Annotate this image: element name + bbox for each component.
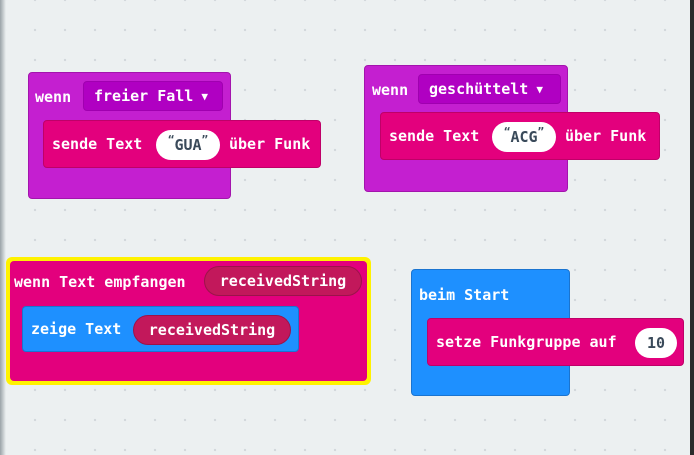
send-text-block-acg[interactable]: sende Text “ ACG ” über Funk [380, 112, 660, 160]
event-keyword: wenn [35, 88, 72, 106]
send-text-block-gua[interactable]: sende Text “ GUA ” über Funk [43, 120, 321, 168]
event-dropdown-geschuettelt[interactable]: geschüttelt ▼ [418, 74, 561, 104]
caret-down-icon: ▼ [201, 89, 208, 103]
show-string-label: zeige Text [31, 320, 122, 338]
show-string-variable[interactable]: receivedString [133, 315, 291, 345]
on-start-label: beim Start [419, 286, 510, 304]
send-text-suffix: über Funk [229, 135, 311, 153]
string-input-value: ACG [510, 128, 538, 146]
show-string-variable-label: receivedString [148, 321, 276, 339]
quote-open-icon: “ [503, 124, 511, 138]
send-text-suffix: über Funk [565, 127, 647, 145]
send-text-label: sende Text [389, 127, 480, 145]
radio-group-number-input[interactable]: 10 [635, 328, 677, 358]
received-string-variable-label: receivedString [219, 272, 347, 290]
show-string-block[interactable]: zeige Text receivedString [22, 306, 299, 352]
toolbox-edge [0, 0, 6, 455]
event-keyword: wenn [372, 81, 409, 99]
send-text-label: sende Text [52, 135, 143, 153]
scrollbar-edge [690, 0, 694, 455]
set-radio-group-label: setze Funkgruppe auf [436, 333, 617, 351]
quote-close-icon: ” [537, 124, 545, 138]
event-dropdown-label: freier Fall [94, 87, 194, 105]
set-radio-group-block[interactable]: setze Funkgruppe auf 10 [427, 318, 684, 366]
string-input-acg[interactable]: “ ACG ” [492, 122, 556, 152]
quote-open-icon: “ [167, 132, 175, 146]
on-received-label: wenn Text empfangen [14, 273, 186, 291]
string-input-value: GUA [174, 136, 202, 154]
string-input-gua[interactable]: “ GUA ” [156, 130, 220, 160]
caret-down-icon: ▼ [536, 82, 543, 96]
radio-group-number-value: 10 [646, 334, 666, 352]
event-dropdown-label: geschüttelt [429, 80, 529, 98]
quote-close-icon: ” [201, 132, 209, 146]
event-dropdown-freier-fall[interactable]: freier Fall ▼ [83, 81, 223, 111]
received-string-variable[interactable]: receivedString [204, 266, 362, 296]
